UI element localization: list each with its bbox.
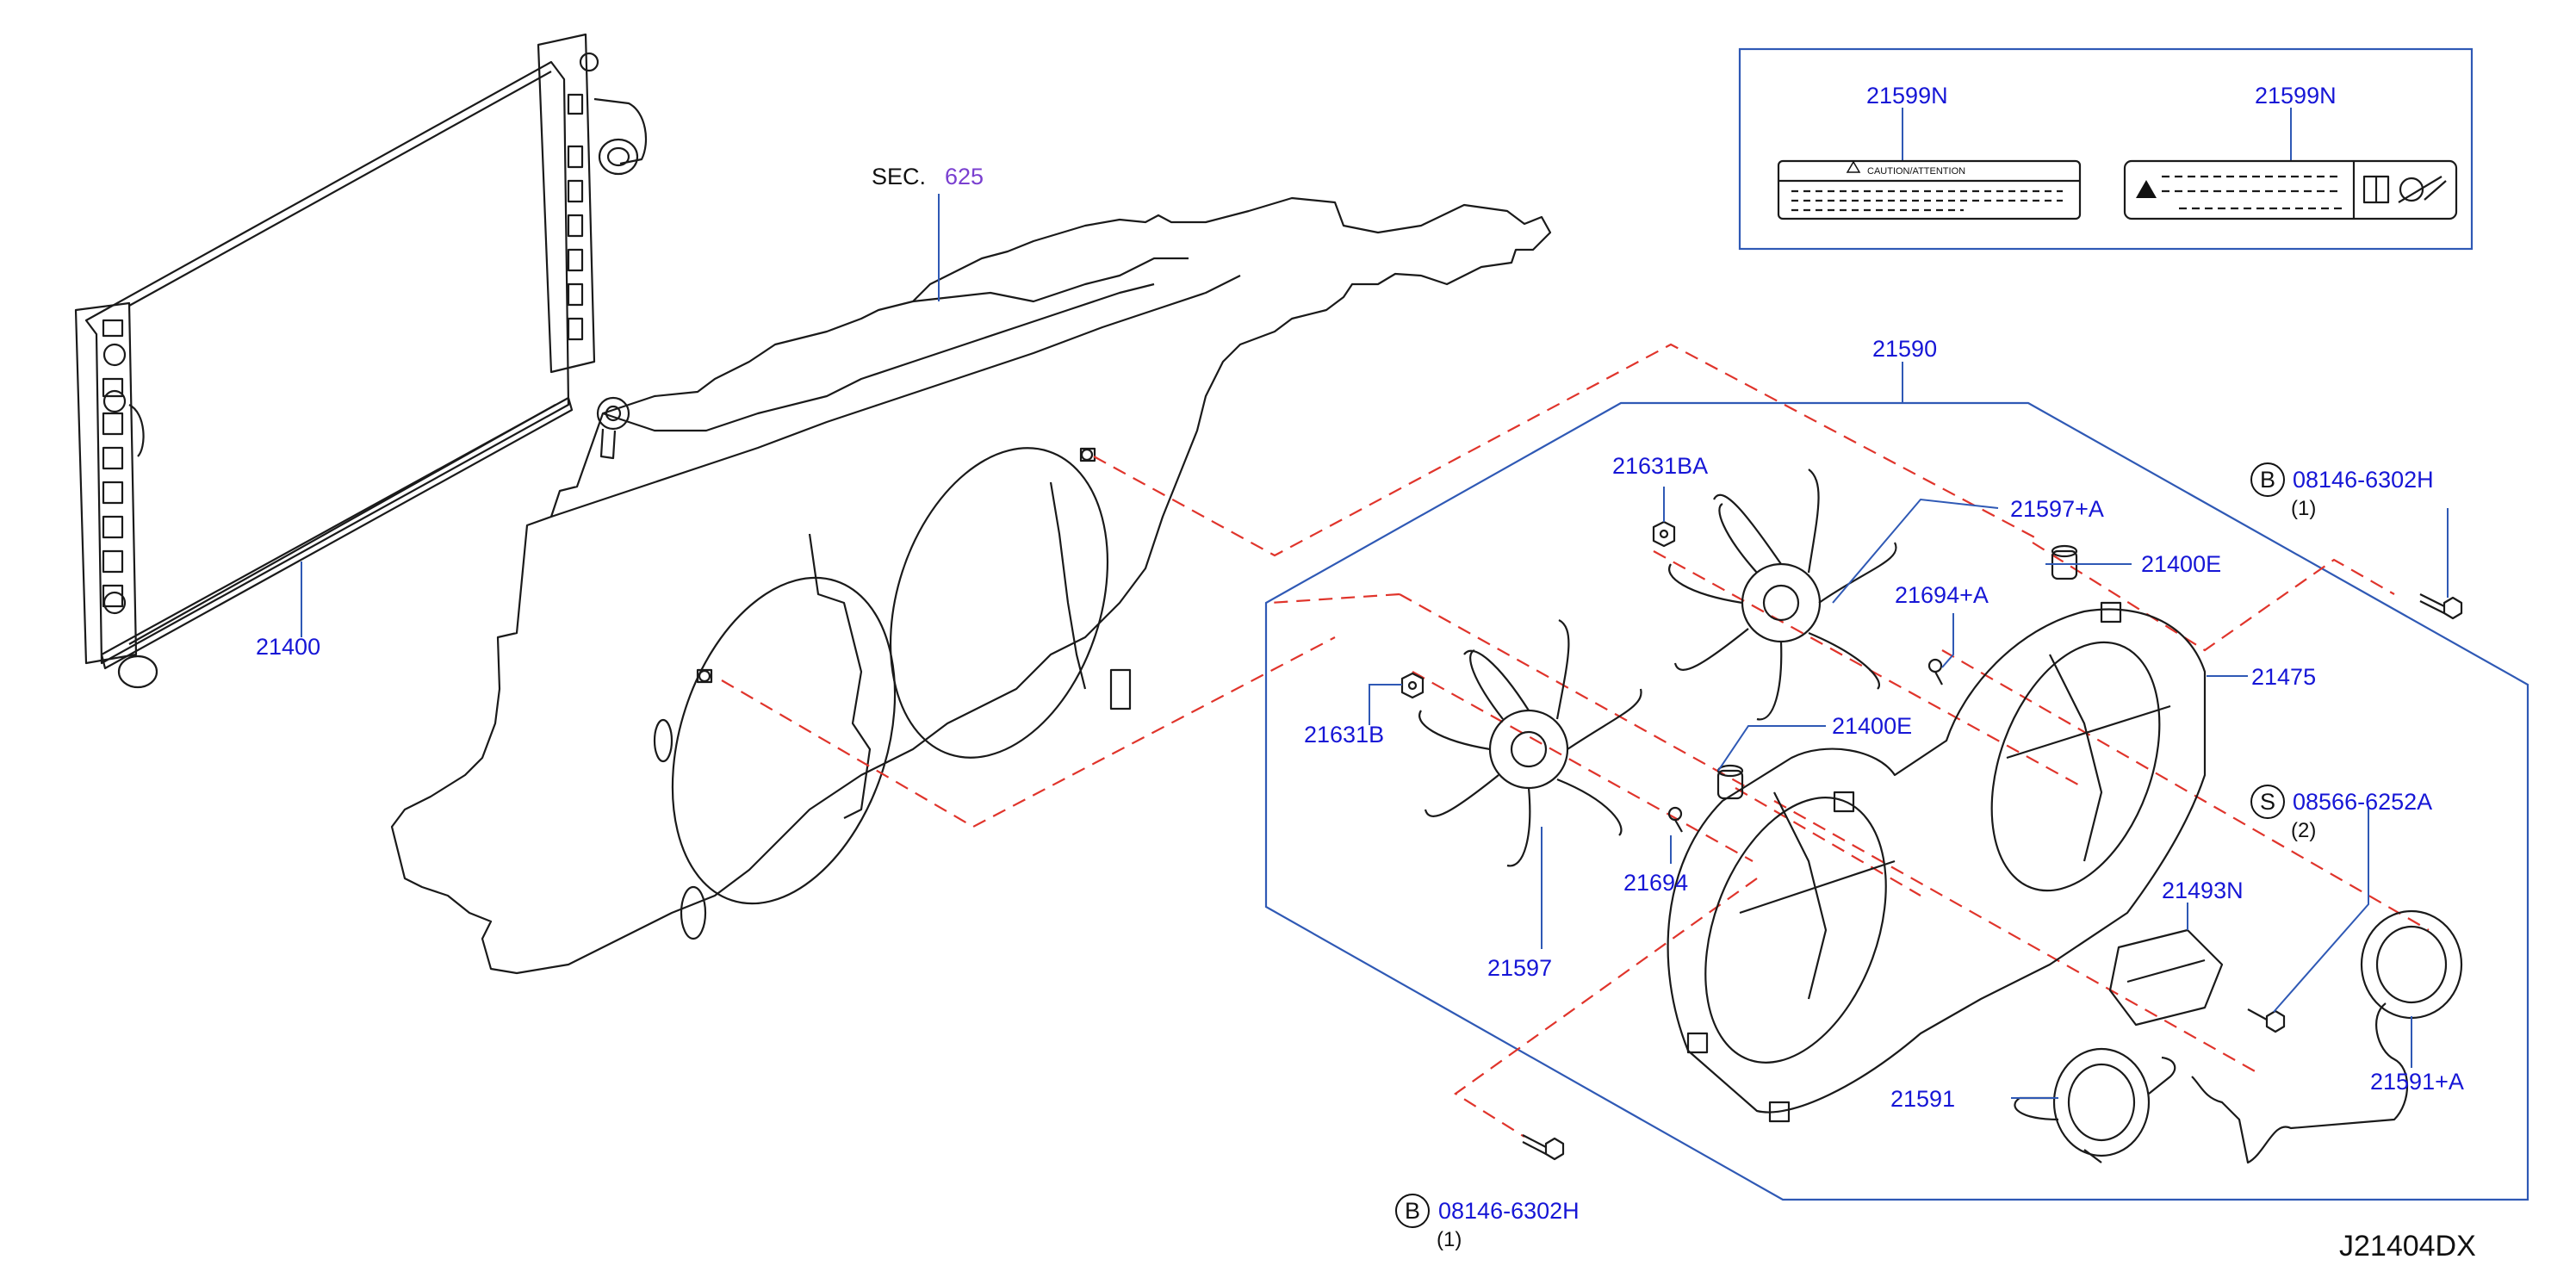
screw-qty: (2): [2291, 819, 2316, 842]
part-21631B[interactable]: 21631B: [1304, 722, 1384, 748]
module-21493N: [2108, 928, 2224, 1027]
svg-text:B: B: [1405, 1198, 1420, 1224]
part-21599N-right[interactable]: 21599N: [2255, 83, 2337, 109]
fan-shroud: [1667, 601, 2207, 1123]
manual-book-icon: [2362, 175, 2390, 204]
bolt-top-right: [2419, 593, 2463, 620]
radiator-core-support: [390, 196, 1552, 975]
part-21694[interactable]: 21694: [1623, 870, 1688, 896]
screw-number[interactable]: 08566-6252A: [2293, 789, 2432, 815]
no-hands-fan-icon: [2398, 176, 2447, 203]
fan-blade-right: [1668, 468, 1897, 721]
part-21591A[interactable]: 21591+A: [2370, 1069, 2464, 1095]
bolt-qty-bottom: (1): [1437, 1228, 1462, 1251]
part-21631BA[interactable]: 21631BA: [1612, 453, 1708, 479]
nut-21631B: [1400, 672, 1425, 699]
sec-number[interactable]: 625: [945, 164, 984, 189]
circle-S: S: [2250, 785, 2285, 819]
caution-label-right: [2123, 159, 2458, 220]
part-21590[interactable]: 21590: [1872, 336, 1937, 362]
part-21597A[interactable]: 21597+A: [2010, 496, 2104, 522]
fan-blade-left: [1418, 619, 1642, 867]
leader-lines: [301, 194, 2449, 1099]
part-21400E-mid[interactable]: 21400E: [1832, 713, 1912, 739]
caution-label-text: CAUTION/ATTENTION: [1867, 166, 1965, 177]
bolt-number-top[interactable]: 08146-6302H: [2293, 467, 2434, 493]
part-21400[interactable]: 21400: [256, 634, 320, 660]
screw-S: [2247, 1008, 2286, 1033]
caution-labels-box: CAUTION/ATTENTION: [1738, 47, 2474, 251]
clip-21694A: [1927, 658, 1943, 686]
part-21475[interactable]: 21475: [2251, 664, 2316, 690]
motor-21591: [2014, 1047, 2176, 1163]
motor-21591A: [2191, 909, 2463, 1164]
part-21591[interactable]: 21591: [1890, 1086, 1955, 1112]
nut-21631BA: [1652, 520, 1676, 548]
grommet-21400E-top: [2051, 544, 2078, 580]
diagram-code: J21404DX: [2339, 1230, 2476, 1262]
clip-21694: [1667, 806, 1683, 833]
part-21400E-top[interactable]: 21400E: [2141, 551, 2221, 577]
svg-text:S: S: [2260, 789, 2275, 815]
caution-label-left: CAUTION/ATTENTION: [1777, 159, 2082, 220]
sec-prefix: SEC.: [872, 164, 926, 189]
svg-text:B: B: [2260, 467, 2275, 493]
alignment-lines: [721, 343, 2430, 1138]
bolt-qty-top: (1): [2291, 497, 2316, 520]
fan-assembly-outline: [1264, 401, 2529, 1201]
part-21599N-left[interactable]: 21599N: [1866, 83, 1948, 109]
part-21694A[interactable]: 21694+A: [1895, 582, 1989, 608]
part-21493N[interactable]: 21493N: [2162, 878, 2244, 903]
part-21597[interactable]: 21597: [1487, 955, 1552, 981]
bolt-bottom: [1522, 1134, 1565, 1161]
bolt-number-bottom[interactable]: 08146-6302H: [1438, 1198, 1580, 1224]
radiator: [74, 33, 648, 689]
circle-B-top: B: [2250, 462, 2285, 497]
circle-B-bottom: B: [1395, 1194, 1430, 1228]
